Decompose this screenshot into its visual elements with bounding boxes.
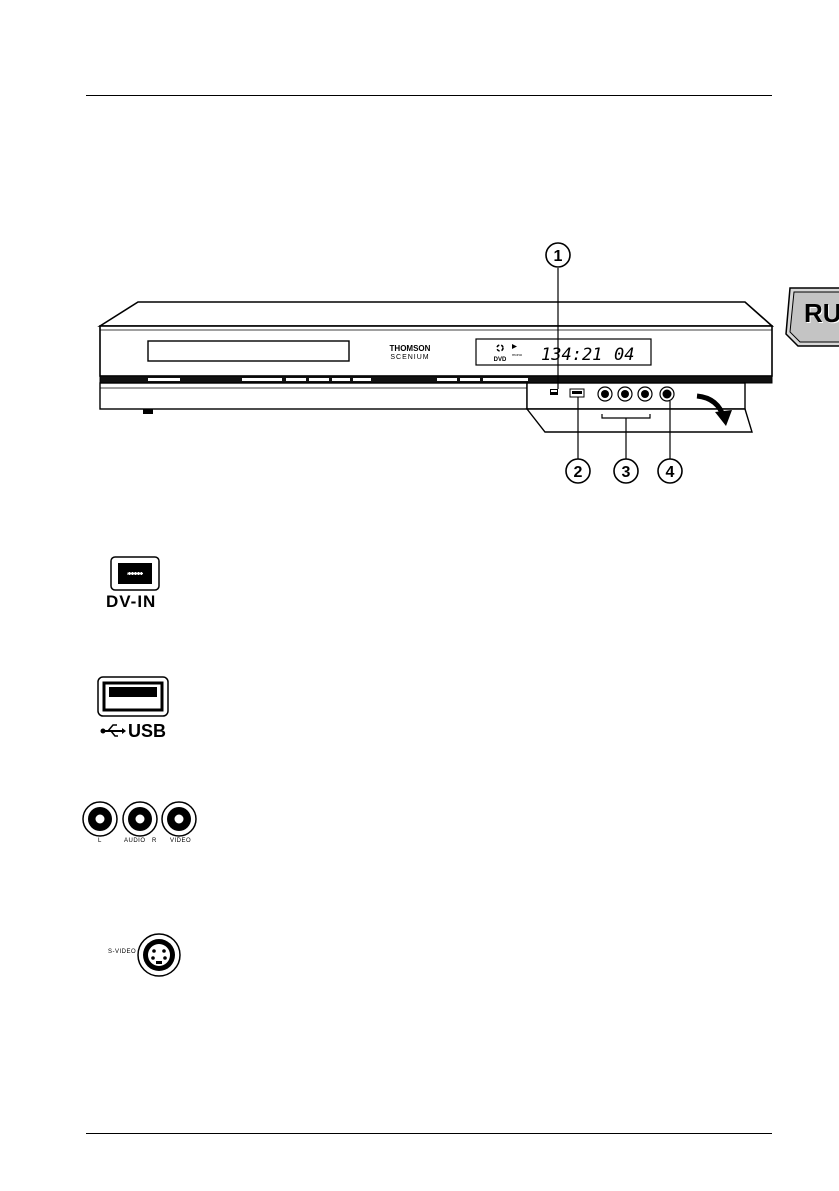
disc-tray [147, 340, 350, 362]
language-tab [785, 287, 839, 347]
device-foot [143, 409, 153, 414]
connector-bay [526, 382, 746, 410]
callout-4-label: 4 [666, 464, 675, 481]
av-jacks-icon [82, 801, 197, 837]
button [148, 378, 180, 381]
brand-series: SCENIUM [390, 354, 429, 361]
button [309, 378, 329, 381]
button [460, 378, 480, 381]
audio-left-label: L [98, 838, 102, 844]
button-strip [99, 375, 773, 384]
button [483, 378, 528, 381]
language-tab-label: RU [804, 298, 839, 328]
s-video-port-icon [137, 933, 181, 977]
callout-2 [565, 458, 591, 484]
open-flap [525, 408, 753, 433]
display-time: 134:21 [541, 345, 602, 365]
play-icon [512, 344, 517, 349]
device-base [99, 382, 528, 410]
callout-3-label: 3 [622, 464, 631, 481]
audio-label: AUDIO [124, 838, 146, 844]
usb-label: USB [128, 721, 167, 741]
audio-right-label: R [152, 838, 157, 844]
s-video-label: S-VIDEO [108, 949, 137, 955]
callout-1 [545, 242, 571, 268]
button [437, 378, 457, 381]
dv-in-port-icon [110, 556, 160, 597]
button [242, 378, 282, 381]
header-rule [86, 95, 772, 96]
callout-1-label: 1 [554, 248, 563, 265]
disc-icon [496, 344, 504, 352]
callout-2-label: 2 [574, 464, 583, 481]
device-front-diagram: 1 2 3 4 THOMSON SCENIUM DVD mono 134:21 … [97, 242, 775, 484]
video-label: VIDEO [170, 838, 192, 844]
display-window [475, 338, 652, 366]
callout-4 [657, 458, 683, 484]
button [332, 378, 350, 381]
usb-port-icon [97, 676, 169, 723]
display-mode: mono [512, 352, 523, 357]
button [286, 378, 306, 381]
brand-name: THOMSON [390, 344, 431, 353]
button [353, 378, 371, 381]
footer-rule [86, 1133, 772, 1134]
display-track: 04 [614, 345, 634, 365]
display-disc: DVD [494, 357, 507, 363]
callout-3 [613, 458, 639, 484]
device-top-cover [97, 301, 775, 327]
dv-in-label: DV-IN [106, 592, 157, 611]
usb-symbol-icon [100, 724, 126, 737]
